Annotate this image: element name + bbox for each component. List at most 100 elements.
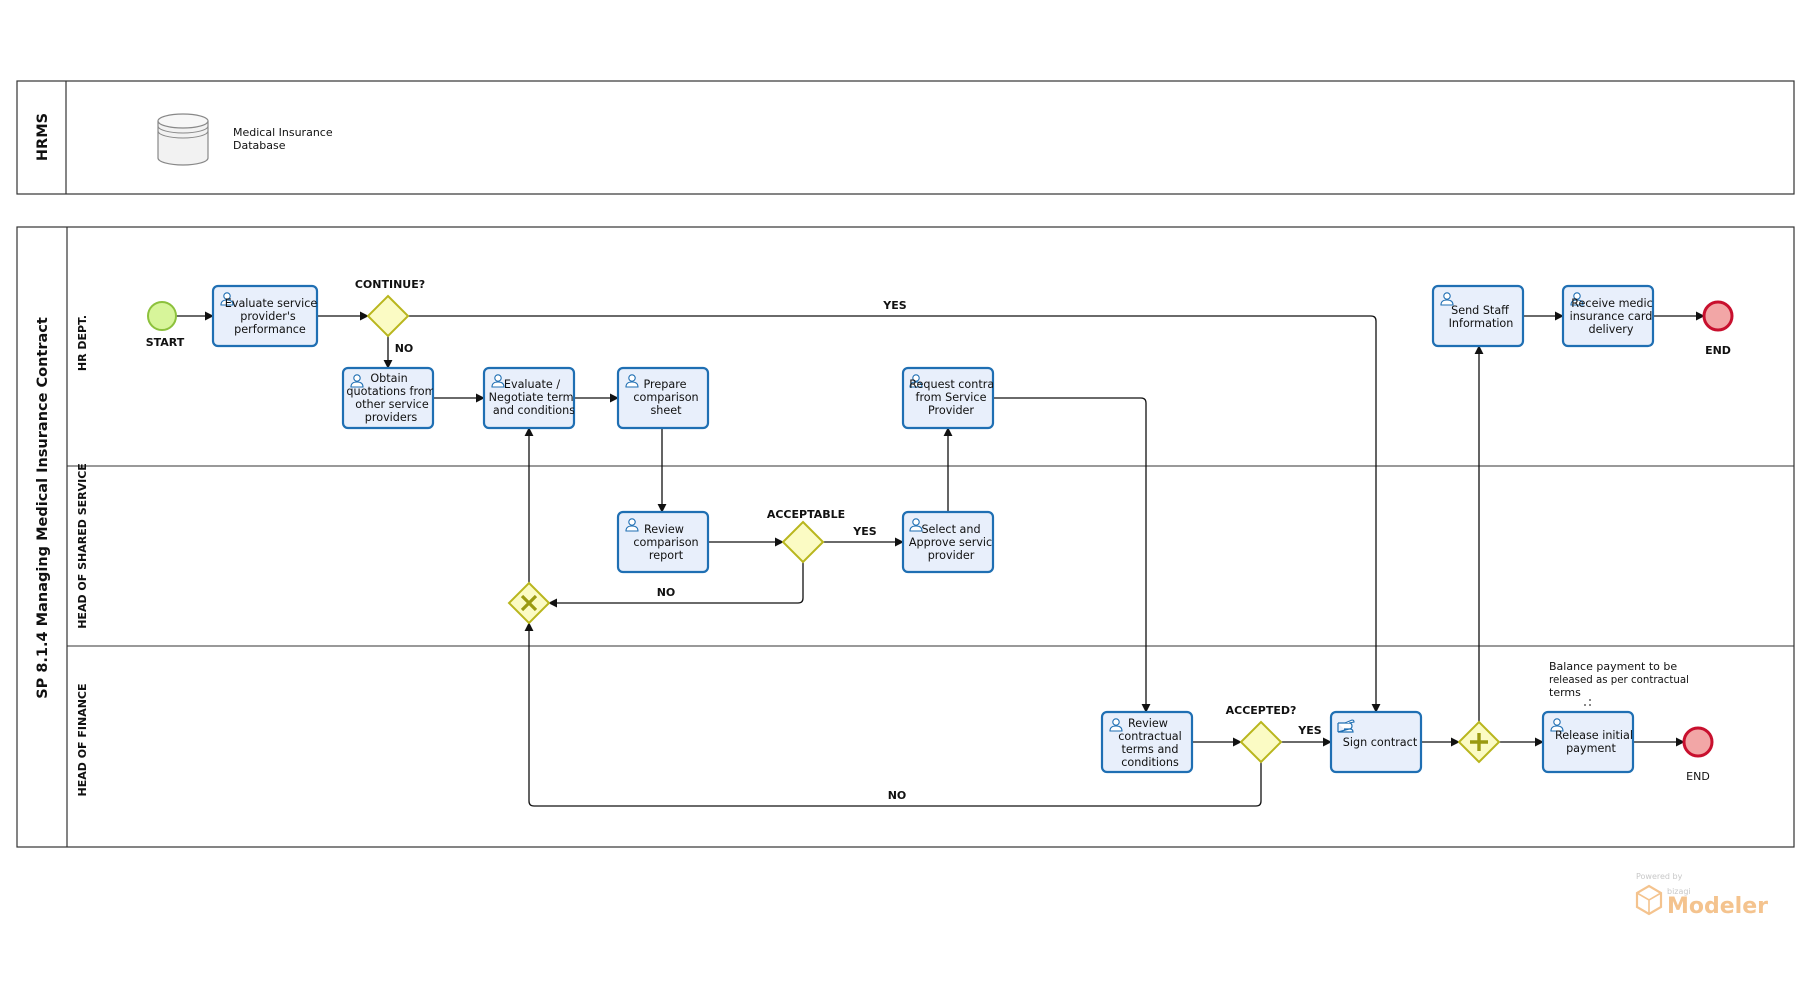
task-label-line: Release initial [1555, 729, 1633, 742]
task-select-approve[interactable]: Select and Approve service provider [901, 510, 999, 574]
flow-accepted-no-to-xor [524, 622, 1262, 807]
end-event-hr[interactable]: END [1702, 300, 1734, 357]
task-label-line: providers [365, 411, 418, 424]
label-yes-continue: YES [882, 299, 906, 312]
task-label-line: from Service [916, 391, 987, 404]
task-label-line: Provider [928, 404, 974, 417]
data-store[interactable]: Medical Insurance Database [157, 113, 333, 166]
label-yes-accepted: YES [1297, 724, 1321, 737]
task-label-line: Negotiate terms [489, 391, 580, 404]
task-label-line: insurance card [1570, 310, 1653, 323]
task-label-line: Information [1449, 317, 1514, 330]
task-label-line: contractual [1118, 730, 1182, 743]
task-label-line: Review [644, 523, 684, 536]
gateway-label-acceptable: ACCEPTABLE [767, 508, 845, 521]
end-label-hr: END [1705, 344, 1731, 357]
label-yes-acceptable: YES [852, 525, 876, 538]
pool-title-hrms: HRMS [35, 113, 51, 161]
gateway-continue[interactable]: CONTINUE? [355, 278, 425, 338]
task-receive-card[interactable]: Receive medical insurance card delivery [1561, 284, 1663, 348]
flow-continue-yes-to-sign [408, 315, 1381, 713]
task-label-line: comparison [633, 536, 698, 549]
user-icon [1440, 292, 1454, 306]
user-icon [350, 374, 364, 388]
lane-title-shared: HEAD OF SHARED SERVICE [76, 463, 89, 629]
task-label-line: and conditions [493, 404, 575, 417]
watermark-powered: Powered by [1636, 872, 1683, 881]
flow-labels: YES NO YES NO YES NO [395, 299, 1322, 802]
bizagi-logo-icon [1635, 884, 1663, 916]
flow-acceptable-no-to-xor [548, 562, 804, 608]
watermark-product: Modeler [1667, 894, 1768, 919]
lane-title-finance: HEAD OF FINANCE [76, 683, 89, 796]
task-label-line: conditions [1121, 756, 1179, 769]
text-annotation[interactable]: Balance payment to be released as per co… [1549, 660, 1689, 699]
user-icon [491, 374, 505, 388]
data-store-label-2: Database [233, 139, 286, 152]
user-icon [220, 292, 234, 306]
label-no-accepted: NO [888, 789, 907, 802]
task-label-line: payment [1566, 742, 1616, 755]
user-icon [625, 374, 639, 388]
task-label-line: terms and [1121, 743, 1178, 756]
sequence-flows [176, 311, 1705, 807]
task-label-line: Prepare [644, 378, 687, 391]
data-store-label-1: Medical Insurance [233, 126, 333, 139]
task-prepare-sheet[interactable]: Prepare comparison sheet [616, 366, 710, 430]
task-label-line: Review [1128, 717, 1168, 730]
task-label-line: Evaluate service [225, 297, 318, 310]
task-label-line: Request contract [909, 378, 1005, 391]
task-label-line: Obtain [370, 372, 407, 385]
user-icon [1570, 292, 1584, 306]
watermark-brand: bizagi [1667, 887, 1691, 896]
annotation-association [1584, 698, 1591, 706]
gateway-label-accepted: ACCEPTED? [1226, 704, 1297, 717]
task-sign-contract[interactable]: Sign contract [1329, 710, 1423, 774]
start-event[interactable]: START [146, 301, 185, 349]
task-evaluate-provider[interactable]: Evaluate service provider's performance [211, 284, 319, 348]
gateway-exclusive-merge[interactable] [507, 581, 551, 625]
task-label-line: other service [355, 398, 429, 411]
gateway-parallel[interactable] [1457, 720, 1501, 764]
parallel-plus-icon [1470, 733, 1488, 751]
pool-title-main: SP 8.1.4 Managing Medical Insurance Cont… [35, 317, 51, 699]
lane-title-hr: HR DEPT. [76, 315, 89, 371]
task-evaluate-negotiate[interactable]: Evaluate / Negotiate terms and condition… [482, 366, 580, 430]
label-no-acceptable: NO [657, 586, 676, 599]
bizagi-watermark: Powered by bizagi Modeler [1635, 872, 1768, 919]
database-icon [157, 113, 209, 166]
task-label-line: Receive medical [1571, 297, 1662, 310]
task-request-contract[interactable]: Request contract from Service Provider [901, 366, 1005, 430]
pool-hrms: HRMS [16, 80, 1795, 195]
task-send-staff[interactable]: Send Staff Information [1431, 284, 1525, 348]
task-label-line: Send Staff [1451, 304, 1509, 317]
manual-hand-icon [1337, 719, 1355, 733]
start-label: START [146, 336, 185, 349]
user-icon [625, 518, 639, 532]
user-icon [909, 518, 923, 532]
task-label-line: quotations from [346, 385, 435, 398]
user-icon [1550, 718, 1564, 732]
task-label-line: performance [234, 323, 306, 336]
task-review-terms[interactable]: Review contractual terms and conditions [1100, 710, 1194, 774]
task-obtain-quotations[interactable]: Obtain quotations from other service pro… [341, 366, 436, 430]
task-label-line: Approve service [909, 536, 999, 549]
annotation-line: terms [1549, 686, 1581, 699]
end-event-finance[interactable]: END [1682, 726, 1714, 783]
task-release-payment[interactable]: Release initial payment [1541, 710, 1635, 774]
task-label-line: delivery [1589, 323, 1634, 336]
end-label-finance: END [1686, 770, 1710, 783]
task-label-line: Select and [921, 523, 980, 536]
task-label-line: comparison [633, 391, 698, 404]
task-label-line: Sign contract [1343, 736, 1418, 749]
gateway-acceptable[interactable]: ACCEPTABLE [767, 508, 845, 564]
user-icon [909, 374, 923, 388]
annotation-line: released as per contractual [1549, 673, 1689, 686]
annotation-line: Balance payment to be [1549, 660, 1677, 673]
gateway-accepted[interactable]: ACCEPTED? [1226, 704, 1297, 764]
task-label-line: provider's [240, 310, 296, 323]
exclusive-x-icon [520, 594, 538, 612]
user-icon [1109, 718, 1123, 732]
task-review-report[interactable]: Review comparison report [616, 510, 710, 574]
task-label-line: Evaluate / [504, 378, 560, 391]
